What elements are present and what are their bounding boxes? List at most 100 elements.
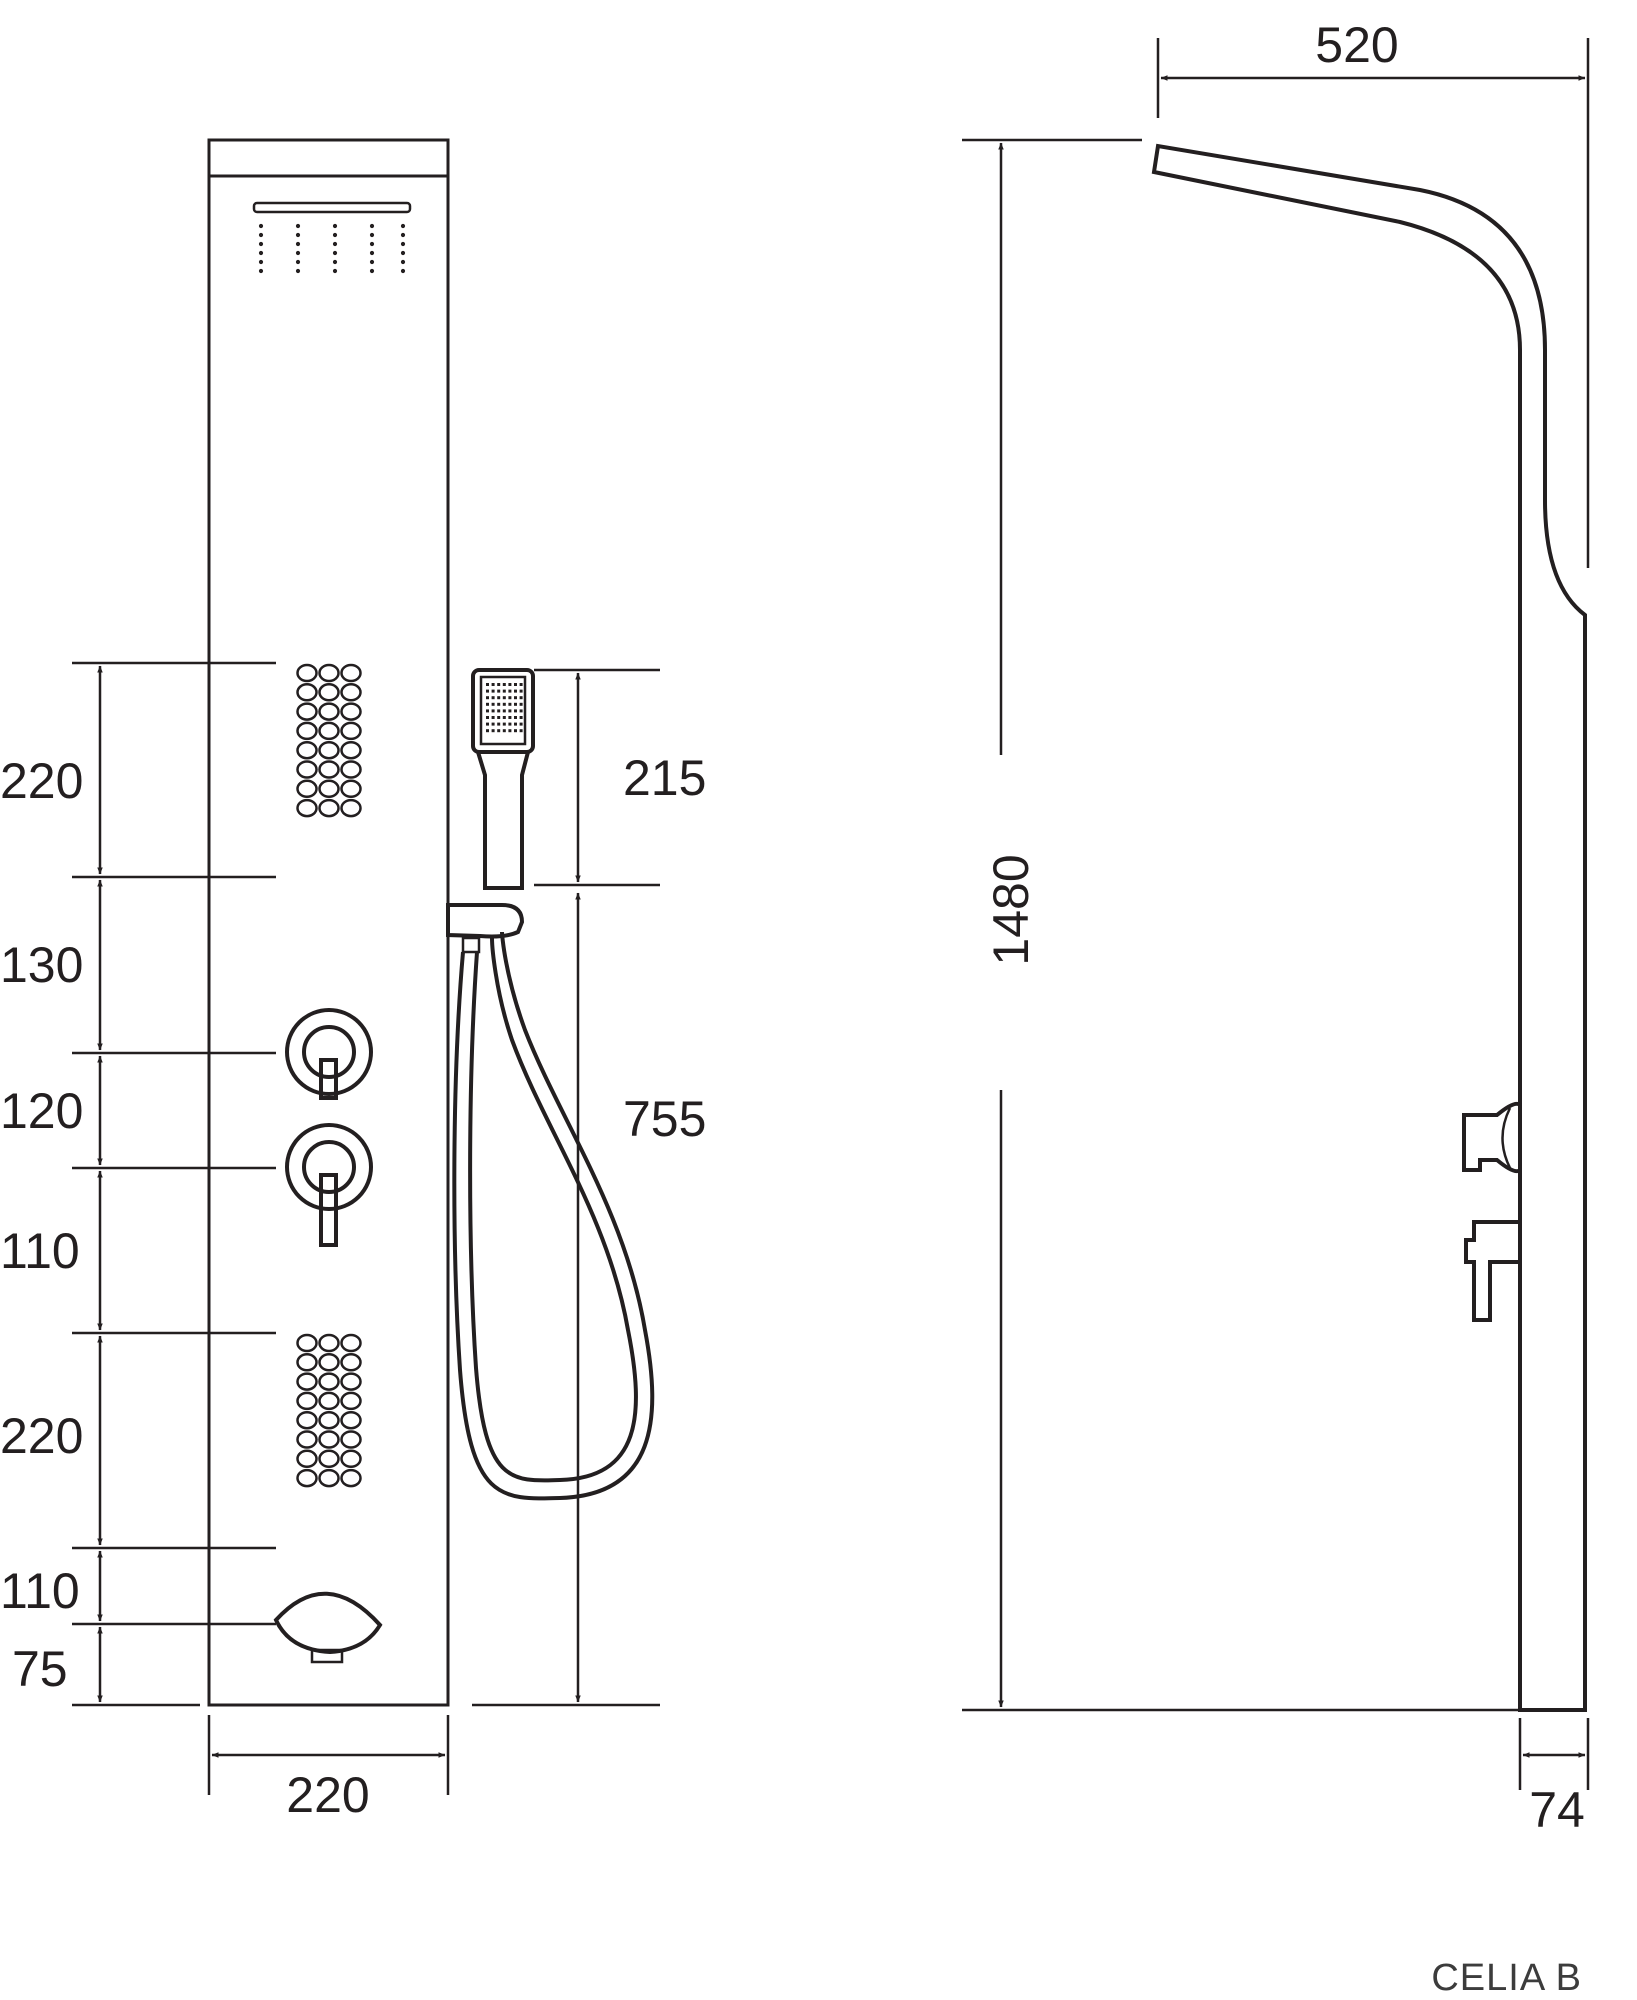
hand-nozzle	[519, 683, 523, 686]
dim-label-to-lower-jets: 110	[0, 1223, 80, 1279]
hand-nozzle	[486, 696, 489, 700]
side-profile-outline	[1151, 143, 1587, 1712]
body-jets-upper	[296, 663, 362, 818]
hand-nozzle	[497, 716, 501, 719]
jet-dot	[295, 241, 301, 247]
jet-nozzle	[296, 1353, 318, 1372]
jet-nozzle	[296, 740, 318, 760]
jet-dot	[332, 241, 338, 247]
jet-dot	[295, 223, 301, 229]
hand-shower	[446, 668, 535, 954]
hand-nozzle	[519, 729, 523, 733]
jet-dot	[400, 268, 406, 274]
jet-dot	[400, 223, 406, 229]
hand-nozzle	[514, 683, 517, 686]
jet-nozzle	[340, 760, 362, 779]
hand-nozzle	[502, 702, 506, 706]
hand-nozzle	[502, 689, 506, 693]
body-jets-lower	[296, 1333, 362, 1488]
jet-nozzle	[318, 1333, 340, 1353]
jet-dot	[369, 241, 375, 247]
jet-dot	[258, 232, 264, 238]
hand-nozzle	[491, 709, 495, 713]
height-dimension: 1480	[962, 138, 1520, 1712]
jet-dot	[400, 241, 406, 247]
hand-nozzle	[514, 689, 517, 693]
hand-nozzle	[486, 722, 489, 726]
jet-nozzle	[340, 1372, 362, 1391]
jet-nozzle	[318, 779, 340, 799]
hand-nozzle	[497, 729, 501, 733]
hand-nozzle	[508, 722, 512, 726]
jet-dot	[295, 259, 301, 265]
side-mixer-knob-lower	[1464, 1220, 1522, 1322]
tub-spout	[273, 1591, 383, 1664]
jet-nozzle	[318, 740, 340, 760]
jet-nozzle	[318, 1430, 340, 1449]
jet-nozzle	[318, 1449, 340, 1469]
jet-dot	[295, 250, 301, 256]
front-view: 220 130 120 110 220 110 75 215 755 220	[0, 138, 706, 1823]
hand-nozzle	[508, 702, 512, 706]
hand-nozzle	[502, 683, 506, 686]
hand-nozzle	[497, 709, 501, 713]
jet-dot	[332, 268, 338, 274]
jet-nozzle	[340, 663, 362, 683]
jet-nozzle	[296, 721, 318, 741]
jet-nozzle	[340, 721, 362, 741]
jet-nozzle	[318, 1372, 340, 1391]
jet-dot	[400, 250, 406, 256]
dim-label-height: 1480	[983, 854, 1039, 965]
jet-nozzle	[340, 740, 362, 760]
jet-nozzle	[296, 798, 318, 818]
jet-nozzle	[296, 1430, 318, 1449]
jet-dot	[258, 268, 264, 274]
dim-label-hand-shower: 215	[623, 750, 706, 806]
hand-nozzle	[519, 709, 523, 713]
left-dimension-chain: 220 130 120 110 220 110 75	[0, 661, 276, 1707]
jet-nozzle	[318, 1391, 340, 1411]
hand-shower-nozzles	[486, 683, 523, 733]
hand-nozzle	[491, 683, 495, 686]
jet-nozzle	[318, 798, 340, 818]
hand-nozzle	[508, 696, 512, 700]
hand-nozzle	[519, 702, 523, 706]
jet-nozzle	[296, 1391, 318, 1411]
jet-nozzle	[340, 683, 362, 702]
jet-nozzle	[340, 1353, 362, 1372]
jet-nozzle	[296, 702, 318, 721]
jet-nozzle	[318, 1468, 340, 1488]
dim-label-between-knobs: 120	[0, 1083, 83, 1139]
jet-dot	[332, 232, 338, 238]
jet-nozzle	[340, 798, 362, 818]
hand-shower-holder	[446, 903, 525, 939]
top-jet-dots	[258, 223, 406, 274]
side-mixer-knob-upper	[1462, 1101, 1522, 1174]
hand-nozzle	[491, 702, 495, 706]
jet-dot	[332, 250, 338, 256]
jet-dot	[369, 232, 375, 238]
hand-nozzle	[508, 689, 512, 693]
jet-dot	[332, 259, 338, 265]
jet-nozzle	[296, 1410, 318, 1430]
hand-nozzle	[491, 729, 495, 733]
jet-nozzle	[296, 760, 318, 779]
jet-nozzle	[296, 1449, 318, 1469]
jet-dot	[369, 268, 375, 274]
jet-dot	[369, 259, 375, 265]
jet-nozzle	[340, 1430, 362, 1449]
dim-label-to-upper-knob: 130	[0, 937, 83, 993]
jet-nozzle	[296, 683, 318, 702]
hand-nozzle	[514, 716, 517, 719]
dim-label-spout-to-floor: 75	[12, 1641, 68, 1697]
jet-nozzle	[318, 683, 340, 702]
jet-nozzle	[340, 779, 362, 799]
jet-nozzle	[340, 1468, 362, 1488]
hand-nozzle	[514, 696, 517, 700]
jet-nozzle	[340, 1391, 362, 1411]
hand-nozzle	[508, 729, 512, 733]
hand-nozzle	[497, 702, 501, 706]
hand-nozzle	[491, 722, 495, 726]
jet-nozzle	[318, 760, 340, 779]
